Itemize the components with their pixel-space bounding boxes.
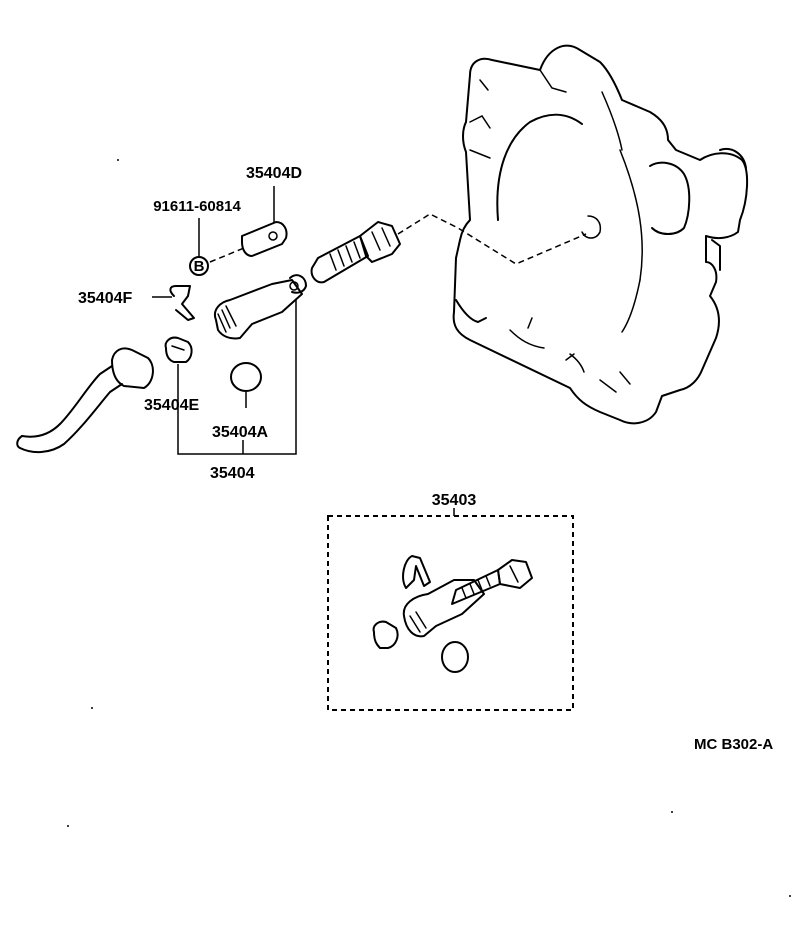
grommet-35404E — [164, 336, 193, 363]
label-35404F: 35404F — [78, 290, 132, 307]
transmission-housing — [452, 44, 749, 425]
kit-35403 — [327, 515, 574, 711]
o-ring-35404A — [230, 362, 262, 392]
label-35404A: 35404A — [212, 424, 268, 441]
label-35403: 35403 — [432, 492, 477, 509]
label-35404: 35404 — [210, 465, 255, 482]
driven-gear — [310, 221, 401, 284]
lock-plate-35404D — [241, 221, 288, 257]
bolt-symbol: B — [194, 258, 205, 275]
diagram-code: MC B302-A — [694, 736, 773, 753]
label-91611-60814: 91611-60814 — [153, 198, 241, 215]
sleeve — [214, 274, 307, 340]
alignment-line — [397, 213, 587, 265]
bolt-91611-60814: B — [189, 256, 209, 276]
label-35404D: 35404D — [246, 165, 302, 182]
scan-specks — [67, 159, 791, 897]
leader-lines — [152, 186, 455, 516]
label-35404E: 35404E — [144, 397, 199, 414]
speedometer-cable — [16, 347, 154, 454]
bolt-dash — [209, 247, 245, 263]
clip-35404F — [169, 285, 195, 321]
